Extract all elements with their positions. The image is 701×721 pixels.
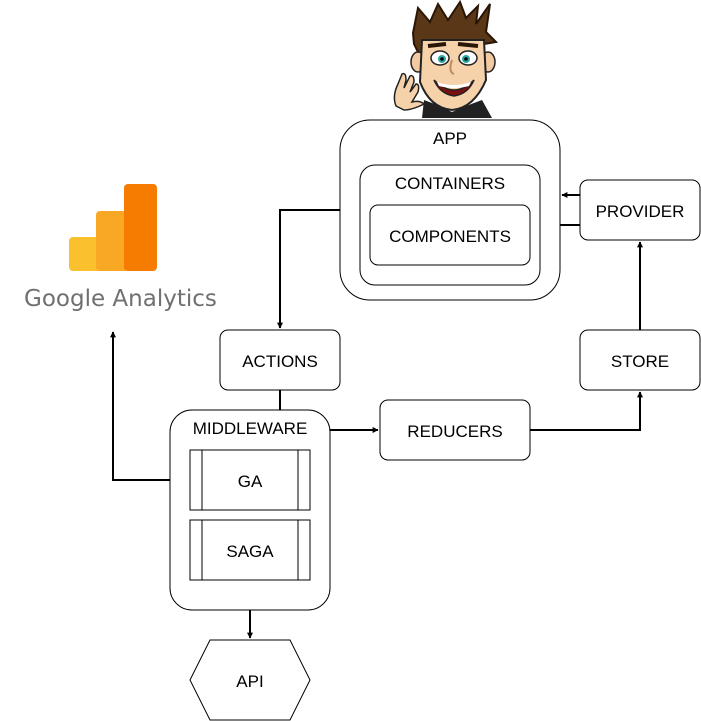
store-label: STORE [611,352,669,371]
reducers-node: REDUCERS [379,399,531,461]
ga-logo-bar-mid [96,211,129,271]
middleware-label: MIDDLEWARE [193,419,308,438]
edge-reducers-to-store [530,391,643,431]
components-label: COMPONENTS [389,227,511,246]
provider-node: PROVIDER [579,179,701,241]
ga-label: GA [238,472,263,491]
ga-logo-text: Google Analytics [24,286,217,312]
api-label: API [236,672,263,691]
components-node: COMPONENTS [369,204,531,266]
saga-label: SAGA [226,542,274,561]
actions-node: ACTIONS [219,329,341,391]
store-node: STORE [579,329,701,391]
actions-label: ACTIONS [242,352,318,371]
edge-app-to-actions [277,209,340,329]
app-label: APP [433,129,467,148]
saga-node: SAGA [189,519,311,581]
ga-node: GA [189,449,311,511]
containers-label: CONTAINERS [395,174,505,193]
provider-label: PROVIDER [596,202,685,221]
mascot-icon [393,0,499,118]
ga-logo-bar-small [69,237,103,271]
edge-ga-to-google-analytics [110,331,190,481]
google-analytics-logo: Google Analytics [24,184,217,312]
reducers-label: REDUCERS [407,422,502,441]
api-node: API [189,639,311,721]
ga-logo-bar-tall [124,184,157,271]
